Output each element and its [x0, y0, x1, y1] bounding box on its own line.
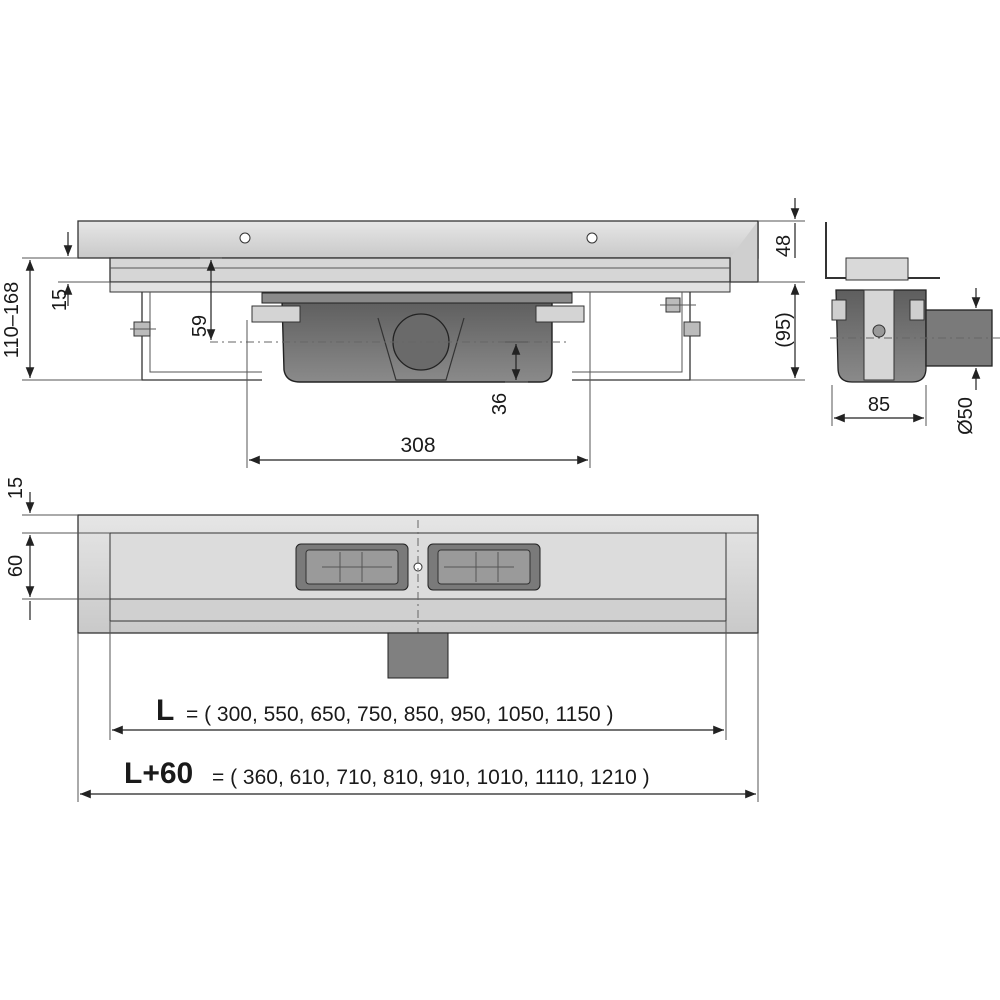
- dim-308: 308: [400, 434, 435, 457]
- values-L: = ( 300, 550, 650, 750, 850, 950, 1050, …: [186, 703, 614, 726]
- flange: [109, 257, 731, 283]
- dim-36: 36: [489, 393, 511, 415]
- dim-110-168: 110–168: [1, 282, 23, 358]
- label-L60: L+60: [124, 757, 193, 790]
- clip-left: [251, 305, 301, 323]
- screw-hole-right: [586, 232, 598, 244]
- cover-plate: [77, 220, 759, 259]
- dim-48: 48: [773, 235, 795, 257]
- label-L: L: [156, 694, 174, 727]
- clip-right: [535, 305, 585, 323]
- values-L60: = ( 360, 610, 710, 810, 910, 1010, 1110,…: [212, 766, 650, 789]
- dim-15-plan: 15: [5, 477, 27, 499]
- dim-15-side: 15: [49, 289, 71, 311]
- dim-60: 60: [5, 555, 27, 577]
- siphon-insert-left: [295, 543, 409, 591]
- adjust-bolt-left: [130, 321, 156, 337]
- channel-rail: [109, 281, 731, 293]
- plan-outlet-pipe: [387, 632, 449, 679]
- adjust-bolt-right: [660, 297, 701, 337]
- front-elevation-view: 308 59 36 110–168 15 48 (95): [1, 198, 805, 468]
- dim-95: (95): [773, 312, 795, 348]
- dim-85: 85: [868, 394, 890, 416]
- dim-d50: Ø50: [955, 397, 977, 435]
- siphon-insert-right: [427, 543, 541, 591]
- side-profile-view: 85 Ø50: [825, 222, 1000, 435]
- plan-view: 15 60 L = ( 300, 550, 650, 750, 850, 950…: [5, 477, 759, 802]
- profile-grate: [845, 257, 909, 281]
- screw-hole-left: [239, 232, 251, 244]
- dim-59: 59: [189, 315, 211, 337]
